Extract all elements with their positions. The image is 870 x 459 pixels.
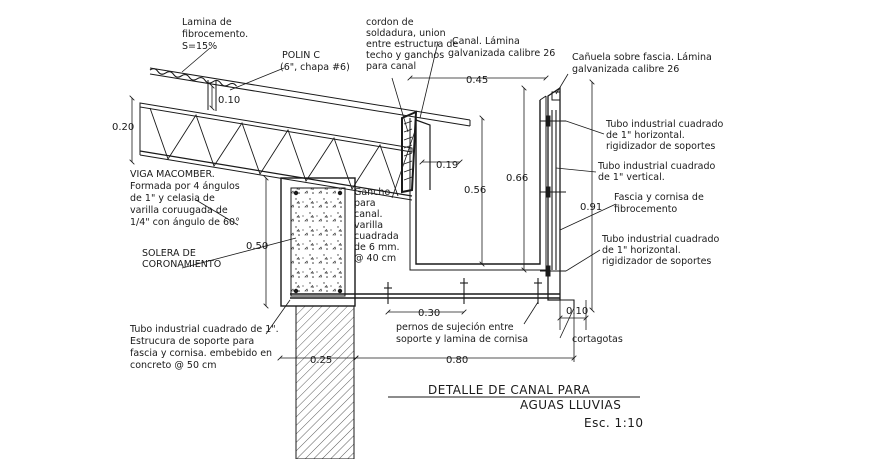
dim-020: 0.20 — [112, 122, 134, 133]
label-tubo-soporte-1: Tubo industrial cuadrado de 1". — [129, 324, 279, 335]
canal-gutter — [409, 95, 547, 271]
label-gancho-6: de 6 mm. — [354, 242, 400, 253]
label-tubo-horiz2-1: Tubo industrial cuadrado — [601, 234, 720, 245]
fascia-supports — [540, 86, 575, 308]
wall — [295, 305, 355, 459]
leader-lines — [181, 41, 617, 339]
label-viga-3: de 1" y celasia de — [130, 193, 215, 204]
dim-066: 0.66 — [506, 173, 528, 184]
label-viga-2: Formada por 4 ángulos — [130, 181, 240, 192]
label-tubo-horiz2-2: de 1" horizontal. — [602, 245, 681, 256]
label-cordon-2: soldadura, union — [366, 28, 446, 39]
label-lamina-fibro-1: Lamina de — [182, 17, 232, 28]
dimension-lines — [132, 78, 592, 362]
label-canuela-2: galvanizada calibre 26 — [572, 64, 679, 75]
dim-010-bot: 0.10 — [566, 306, 588, 317]
label-lamina-fibro-2: fibrocemento. — [182, 29, 248, 40]
roof-sheet — [149, 67, 471, 127]
label-gancho-5: cuadrada — [354, 231, 399, 242]
label-tubo-horiz1-3: rigidizador de soportes — [606, 141, 715, 152]
dim-080: 0.80 — [446, 355, 468, 366]
label-canuela-1: Cañuela sobre fascia. Lámina — [572, 52, 712, 63]
label-pernos-2: soporte y lamina de cornisa — [396, 334, 528, 345]
label-tubo-horiz1-1: Tubo industrial cuadrado — [605, 119, 724, 130]
dim-030: 0.30 — [418, 308, 440, 319]
dim-091: 0.91 — [580, 202, 602, 213]
dim-019: 0.19 — [436, 160, 458, 171]
label-tubo-horiz2-3: rigidizador de soportes — [602, 256, 711, 267]
title-scale: Esc. 1:10 — [584, 416, 644, 430]
label-cortagotas: cortagotas — [572, 334, 623, 345]
label-cordon-4: techo y ganchos — [366, 50, 444, 61]
dimension-labels: 0.20 0.10 0.45 0.19 0.56 0.66 0.91 0.50 … — [112, 75, 602, 366]
dim-025: 0.25 — [310, 355, 332, 366]
dim-050: 0.50 — [246, 241, 268, 252]
label-gancho-3: canal. — [354, 209, 383, 220]
label-tubo-soporte-3: fascia y cornisa. embebido en — [130, 348, 272, 359]
label-polin-1: POLIN C — [282, 50, 320, 61]
title-line2: AGUAS LLUVIAS — [520, 398, 621, 412]
dim-010-top: 0.10 — [218, 95, 240, 106]
label-tubo-soporte-4: concreto @ 50 cm — [130, 360, 216, 371]
label-viga-1: VIGA MACOMBER. — [130, 169, 215, 180]
title-block: DETALLE DE CANAL PARA AGUAS LLUVIAS Esc.… — [388, 383, 644, 430]
viga-macomber — [139, 102, 413, 201]
label-solera-2: CORONAMIENTO — [142, 259, 221, 270]
label-viga-4: varilla coruugada de — [130, 205, 228, 216]
label-tubo-soporte-2: Estrucura de soporte para — [130, 336, 254, 347]
cordon-soldadura — [401, 110, 418, 194]
label-lamina-fibro-3: S=15% — [182, 41, 217, 52]
label-polin-2: (6", chapa #6) — [280, 62, 350, 73]
label-fascia-2: fibrocemento — [614, 204, 677, 215]
label-gancho-4: varilla — [354, 220, 383, 231]
label-cordon-5: para canal — [366, 61, 416, 72]
annotation-labels: Lamina de fibrocemento. S=15% POLIN C (6… — [129, 17, 724, 371]
label-pernos-1: pernos de sujeción entre — [396, 322, 514, 333]
dim-056: 0.56 — [464, 185, 486, 196]
dim-045: 0.45 — [466, 75, 488, 86]
label-gancho-2: para — [354, 198, 376, 209]
label-canal-1: Canal. Lámina — [452, 36, 520, 47]
solera-coronamiento — [280, 177, 356, 307]
label-viga-5: 1/4" con ángulo de 60° — [130, 217, 240, 228]
label-cordon-3: entre estructura de — [366, 39, 458, 50]
label-fascia-1: Fascia y cornisa de — [614, 192, 704, 203]
label-tubo-vert-1: Tubo industrial cuadrado — [597, 161, 716, 172]
support-beam — [290, 278, 560, 304]
label-tubo-horiz1-2: de 1" horizontal. — [606, 130, 685, 141]
label-canal-2: galvanizada calibre 26 — [448, 48, 555, 59]
label-gancho-7: @ 40 cm — [354, 253, 396, 264]
label-tubo-vert-2: de 1" vertical. — [598, 172, 665, 183]
title-line1: DETALLE DE CANAL PARA — [428, 383, 591, 397]
label-solera-1: SOLERA DE — [142, 248, 196, 259]
label-gancho-1: Gancho — [354, 187, 390, 198]
label-cordon-1: cordon de — [366, 17, 414, 28]
